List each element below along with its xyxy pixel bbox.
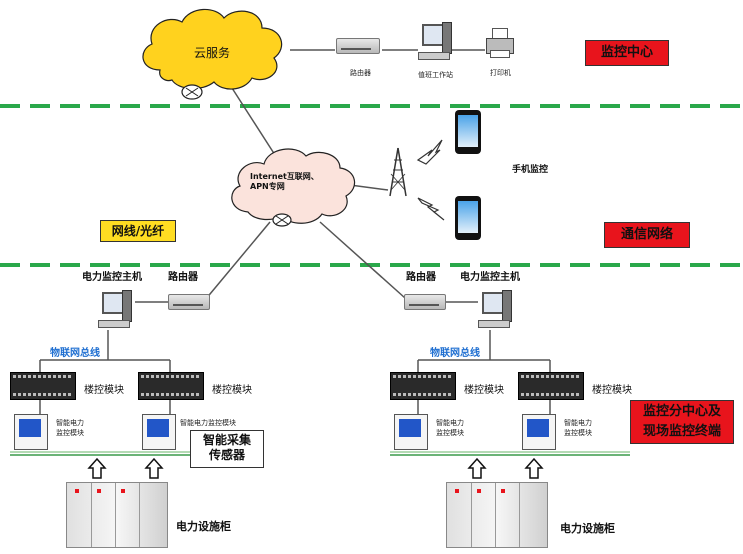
left-meter-2-label: 智能电力监控模块 [180,419,236,427]
right-cabinet-icon [446,482,548,548]
left-module-2-icon [138,372,204,400]
left-arrow-1 [87,457,107,479]
right-router-label: 路由器 [406,272,436,283]
left-cabinet-icon [66,482,168,548]
phone-bottom-icon [455,196,481,240]
right-cabinet-label: 电力设施柜 [560,522,615,535]
left-cabinet-label: 电力设施柜 [176,520,231,533]
left-sensor-box: 智能采集 传感器 [190,430,264,468]
right-router-icon [404,294,446,310]
phone-top-icon [455,110,481,154]
right-meter-1-label: 智能电力 监控模块 [436,419,464,437]
monitor-center-tag: 监控中心 [585,40,669,66]
printer-label: 打印机 [490,69,511,77]
right-meter-2-icon [522,414,556,450]
left-bus-label: 物联网总线 [50,348,100,359]
left-meter-1-label: 智能电力 监控模块 [56,419,84,437]
right-arrow-1 [467,457,487,479]
link-internet-tower [349,184,389,191]
left-meter-1-icon [14,414,48,450]
wireless-bolt-top-icon [416,139,443,165]
right-module-1-icon [390,372,456,400]
sub-center-tag: 监控分中心及 现场监控终端 [630,400,734,444]
left-arrow-2 [144,457,164,479]
right-meter-1-icon [394,414,428,450]
workstation-icon [418,22,452,62]
left-host-label: 电力监控主机 [82,272,142,283]
left-sensor-label: 智能采集 传感器 [202,433,251,462]
right-bus-label: 物联网总线 [430,348,480,359]
wireless-bolt-bottom-icon [417,197,445,221]
left-host-icon [98,290,132,330]
workstation-label: 值班工作站 [418,71,453,79]
left-module-2-label: 楼控模块 [212,385,252,396]
right-module-1-label: 楼控模块 [464,385,504,396]
top-router-icon [336,38,380,54]
right-module-2-label: 楼控模块 [592,385,632,396]
right-meter-2-label: 智能电力 监控模块 [564,419,592,437]
network-tag: 通信网络 [604,222,690,248]
left-module-1-label: 楼控模块 [84,385,124,396]
phone-monitor-label: 手机监控 [512,165,549,175]
right-host-label: 电力监控主机 [460,272,520,283]
cloud-service-label: 云服务 [194,46,231,60]
right-module-2-icon [518,372,584,400]
link-cloud-internet [231,87,276,156]
internet-cloud-label: Internet互联网、 APN专网 [250,172,319,191]
link-internet-right [319,221,406,299]
printer-icon [486,28,514,58]
top-router-label: 路由器 [350,69,371,77]
left-router-label: 路由器 [168,272,198,283]
cable-fiber-tag: 网线/光纤 [100,220,176,242]
right-host-icon [478,290,512,330]
left-meter-2-icon [142,414,176,450]
right-arrow-2 [524,457,544,479]
left-module-1-icon [10,372,76,400]
link-internet-left [204,221,271,301]
left-router-icon [168,294,210,310]
